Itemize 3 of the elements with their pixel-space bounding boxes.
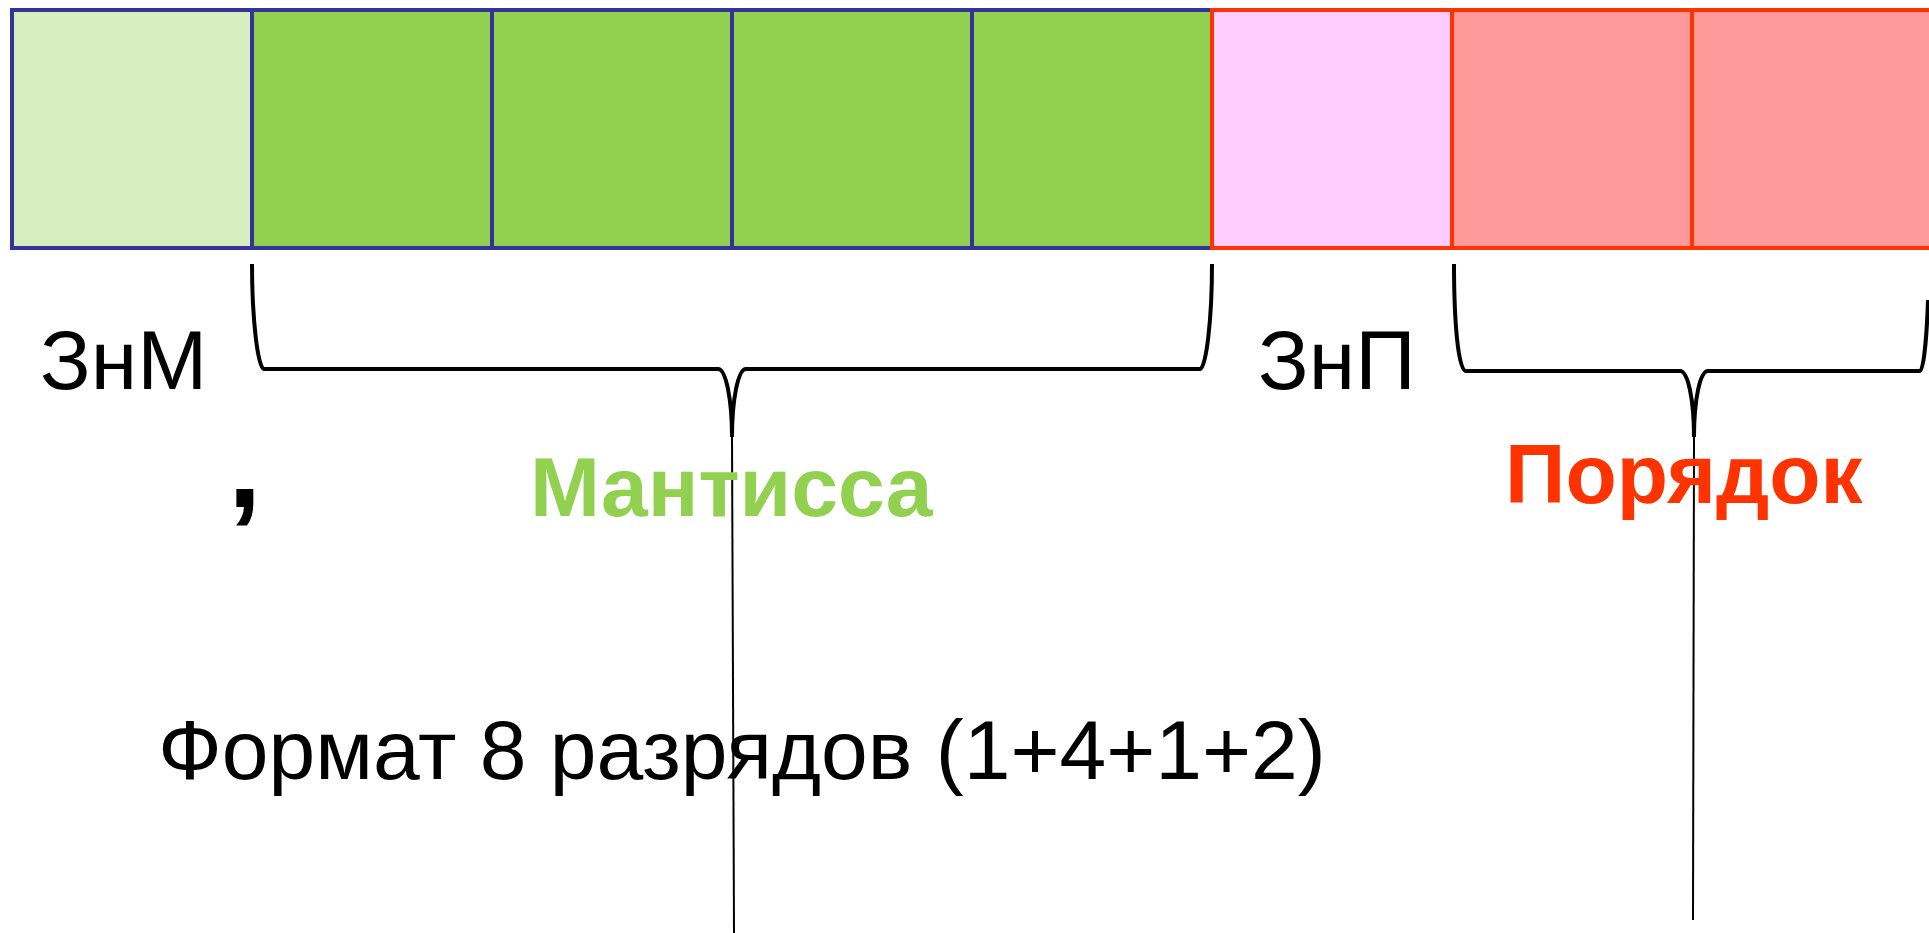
field-label: ЗнП xyxy=(1258,318,1416,402)
field-label: ЗнМ xyxy=(40,318,208,402)
decimal-point: , xyxy=(228,405,262,525)
